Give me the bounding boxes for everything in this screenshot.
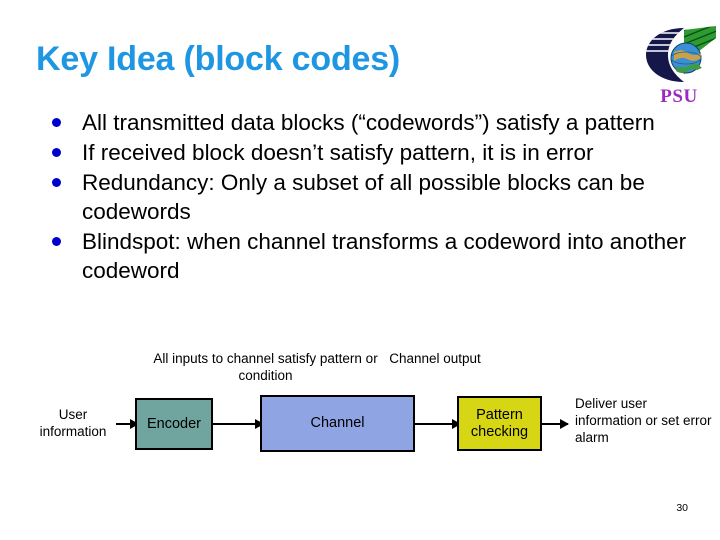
psu-logo-graphic <box>646 26 716 82</box>
list-item: Redundancy: Only a subset of all possibl… <box>44 168 694 226</box>
list-item-text: If received block doesn’t satisfy patter… <box>82 140 594 165</box>
bullet-marker-icon <box>52 237 61 246</box>
diagram-label-deliver-user-information: Deliver user information or set error al… <box>575 396 712 445</box>
diagram-box-channel[interactable]: Channel <box>260 395 415 452</box>
list-item: Blindspot: when channel transforms a cod… <box>44 227 694 285</box>
page-title: Key Idea (block codes) <box>36 40 401 78</box>
arrow-pattern-checking-to-output <box>542 419 569 429</box>
list-item: All transmitted data blocks (“codewords”… <box>44 108 694 137</box>
diagram-box-pattern-checking[interactable]: Pattern checking <box>457 396 542 451</box>
diagram-label-inputs-to-channel: All inputs to channel satisfy pattern or… <box>153 351 378 383</box>
bullet-marker-icon <box>52 148 61 157</box>
block-diagram: All inputs to channel satisfy pattern or… <box>0 340 720 475</box>
bullet-marker-icon <box>52 118 61 127</box>
page-number: 30 <box>676 502 688 514</box>
diagram-box-encoder[interactable]: Encoder <box>135 398 213 450</box>
logo-globe <box>670 42 702 74</box>
list-item-text: Redundancy: Only a subset of all possibl… <box>82 170 645 224</box>
list-item-text: All transmitted data blocks (“codewords”… <box>82 110 655 135</box>
list-item: If received block doesn’t satisfy patter… <box>44 138 694 167</box>
arrow-encoder-to-channel <box>213 419 264 429</box>
arrow-user-to-encoder <box>116 419 139 429</box>
arrow-channel-to-pattern-checking <box>415 419 461 429</box>
list-item-text: Blindspot: when channel transforms a cod… <box>82 229 687 283</box>
psu-wordmark: PSU <box>660 86 698 107</box>
diagram-label-user-information: User information <box>39 407 107 439</box>
diagram-label-channel-output: Channel output <box>389 351 481 366</box>
psu-logo <box>644 24 718 86</box>
bullet-list: All transmitted data blocks (“codewords”… <box>44 108 694 286</box>
bullet-marker-icon <box>52 178 61 187</box>
